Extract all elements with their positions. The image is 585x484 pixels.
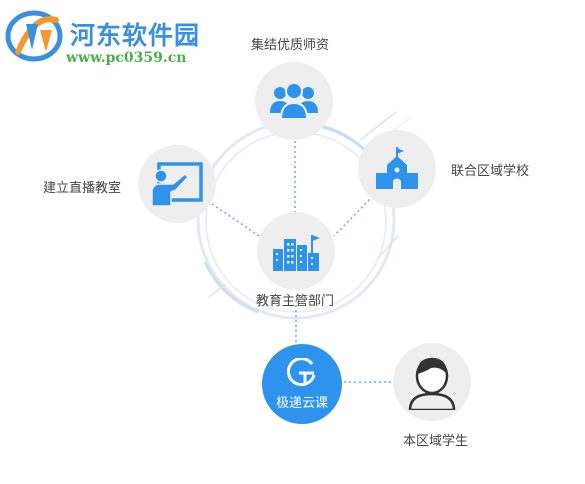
watermark-title: 河东软件园 xyxy=(70,21,201,50)
deco-stroke-4 xyxy=(207,283,227,299)
label-classroom: 建立直播教室 xyxy=(43,181,122,196)
people-group-icon xyxy=(270,82,318,120)
city-buildings-icon xyxy=(273,235,320,271)
connector-classroom xyxy=(211,203,263,239)
teacher-board-icon xyxy=(151,162,203,206)
label-schools: 联合区域学校 xyxy=(451,164,530,179)
ring-shadow xyxy=(203,261,259,314)
node-platform: 极递云课 xyxy=(262,344,342,424)
watermark-logo-icon xyxy=(5,10,63,62)
label-department: 教育主管部门 xyxy=(256,294,335,309)
watermark: 河东软件园 www.pc0359.cn xyxy=(4,6,234,68)
student-avatar-icon xyxy=(408,357,456,410)
connector-schools xyxy=(333,195,374,237)
node-students xyxy=(393,343,471,421)
label-students: 本区域学生 xyxy=(403,434,469,449)
deco-stroke-3 xyxy=(377,235,399,259)
deco-stroke-1 xyxy=(359,111,397,141)
node-schools xyxy=(358,130,436,208)
label-teachers: 集结优质师资 xyxy=(251,38,330,53)
school-building-icon xyxy=(376,147,418,189)
node-classroom xyxy=(138,145,216,223)
platform-logo-icon xyxy=(286,357,316,386)
node-department xyxy=(257,212,335,290)
label-platform: 极递云课 xyxy=(275,395,328,411)
node-teachers xyxy=(255,62,333,140)
watermark-url: www.pc0359.cn xyxy=(66,50,187,66)
